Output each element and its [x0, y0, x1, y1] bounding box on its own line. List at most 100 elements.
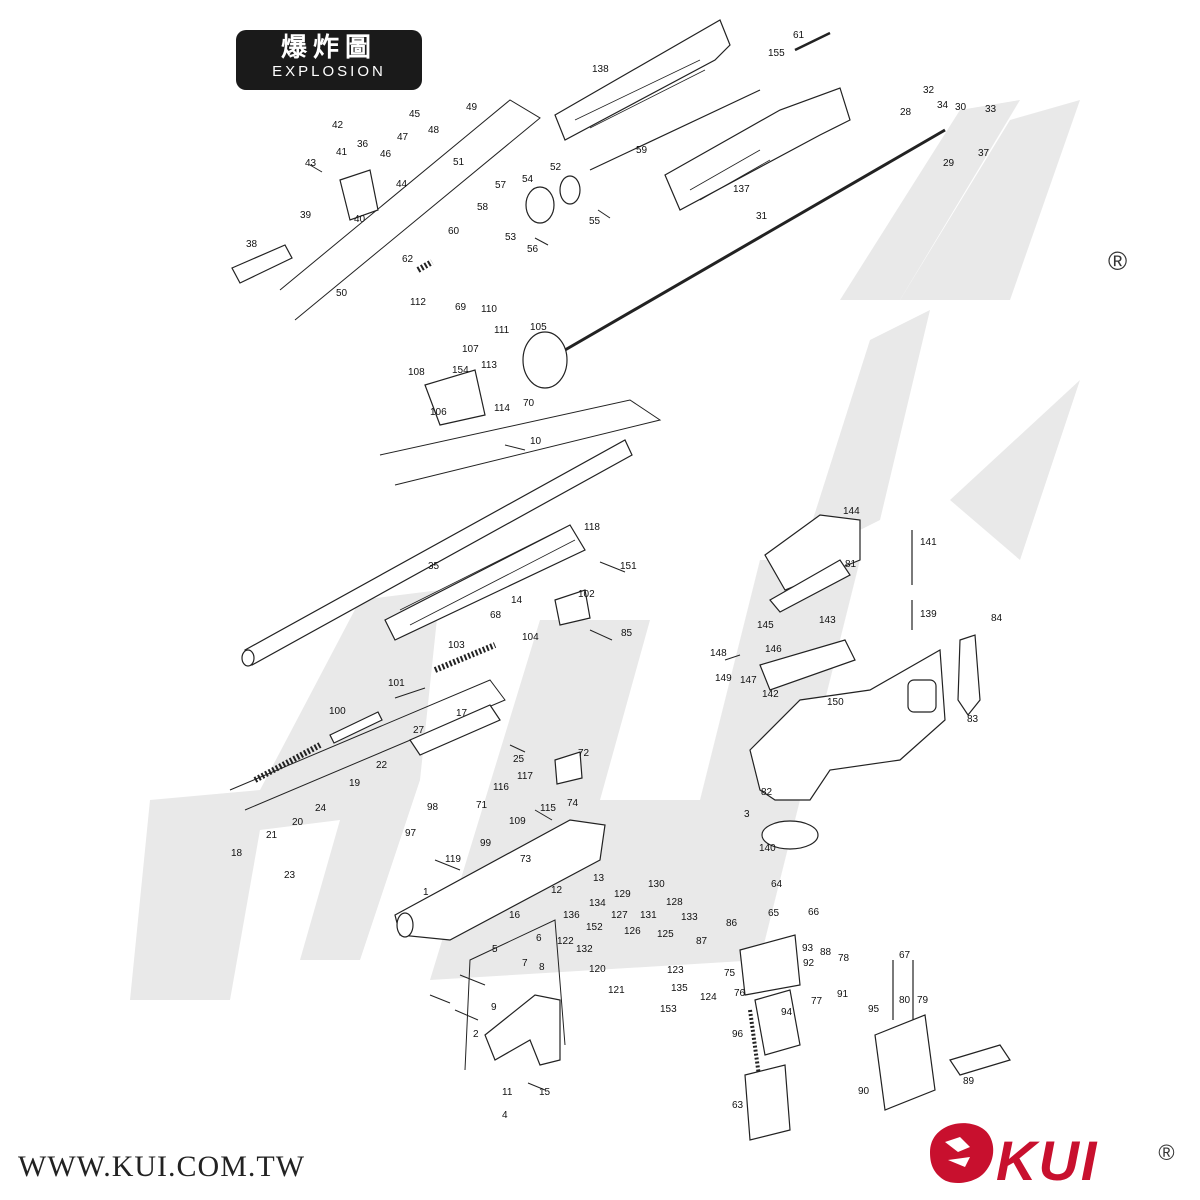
part-label: 24: [315, 803, 327, 814]
part-label: 6: [536, 933, 542, 944]
part-label: 105: [530, 322, 547, 333]
part-label: 69: [455, 302, 467, 313]
part-label: 30: [955, 102, 967, 113]
part-label: 20: [292, 817, 304, 828]
part-label: 92: [803, 958, 815, 969]
part-label: 40: [354, 214, 366, 225]
part-label: 103: [448, 640, 465, 651]
part-label: 97: [405, 828, 417, 839]
part-label: 11: [502, 1087, 513, 1098]
part-label: 13: [593, 873, 605, 884]
part-label: 14: [511, 595, 523, 606]
kui-watermark: [130, 100, 1080, 1000]
part-label: 44: [396, 179, 408, 190]
part-label: 63: [732, 1100, 744, 1111]
part-label: 75: [724, 968, 736, 979]
part-label: 54: [522, 174, 534, 185]
part-label: 139: [920, 609, 937, 620]
part-label: 53: [505, 232, 517, 243]
part-label: 130: [648, 879, 665, 890]
part-label: 91: [837, 989, 849, 1000]
part-label: 124: [700, 992, 717, 1003]
part-label: 72: [578, 748, 590, 759]
part-label: 39: [300, 210, 312, 221]
part-label: 148: [710, 648, 727, 659]
part-label: 61: [793, 30, 805, 41]
part-label: 104: [522, 632, 539, 643]
part-label: 27: [413, 725, 425, 736]
part-label: 82: [761, 787, 773, 798]
part-label: 108: [408, 367, 425, 378]
part-label: 145: [757, 620, 774, 631]
part-label: 151: [620, 561, 637, 572]
part-label: 3: [744, 809, 750, 820]
part-label: 46: [380, 149, 392, 160]
part-label: 51: [453, 157, 465, 168]
part-label: 34: [937, 100, 949, 111]
part-label: 111: [494, 325, 510, 336]
part-label: 96: [732, 1029, 744, 1040]
part-label: 81: [845, 559, 857, 570]
part-label: 143: [819, 615, 836, 626]
part-label: 43: [305, 158, 317, 169]
part-label: 116: [493, 782, 509, 793]
part-label: 68: [490, 610, 502, 621]
part-label: 31: [756, 211, 768, 222]
part-label: 77: [811, 996, 823, 1007]
part-label: 101: [388, 678, 405, 689]
part-label: 147: [740, 675, 757, 686]
part-label: 18: [231, 848, 243, 859]
part-label: 140: [759, 843, 776, 854]
part-label: 29: [943, 158, 955, 169]
part-label: 87: [696, 936, 708, 947]
part-label: 16: [509, 910, 521, 921]
part-label: 121: [608, 985, 625, 996]
part-label: 142: [762, 689, 779, 700]
part-label: 38: [246, 239, 258, 250]
part-label: 23: [284, 870, 296, 881]
part-label: 127: [611, 910, 628, 921]
frame-lines: [229, 99, 662, 1071]
part-label: 76: [734, 988, 746, 999]
part-label: 115: [540, 803, 556, 814]
website-url: WWW.KUI.COM.TW: [18, 1150, 306, 1183]
part-label: 25: [513, 754, 525, 765]
part-label: 48: [428, 125, 440, 136]
kui-logo-text: KUI: [996, 1129, 1099, 1192]
part-label: 90: [858, 1086, 870, 1097]
part-label: 17: [456, 708, 468, 719]
part-label: 58: [477, 202, 489, 213]
part-label: 155: [768, 48, 785, 59]
part-label: 50: [336, 288, 348, 299]
part-label: 60: [448, 226, 460, 237]
part-label: 52: [550, 162, 562, 173]
part-label: 112: [410, 297, 426, 308]
part-label: 106: [430, 407, 447, 418]
badge-title-zh: 爆炸圖: [280, 33, 377, 63]
part-label: 65: [768, 908, 780, 919]
part-label: 100: [329, 706, 346, 717]
part-label: 102: [578, 589, 595, 600]
part-label: 22: [376, 760, 388, 771]
part-label: 28: [900, 107, 912, 118]
part-label: 85: [621, 628, 633, 639]
part-label: 131: [640, 910, 657, 921]
part-label: 125: [657, 929, 674, 940]
part-label: 21: [266, 830, 278, 841]
part-label: 144: [843, 506, 860, 517]
kui-logo-mark: ®: [1158, 1140, 1175, 1165]
part-label: 57: [495, 180, 507, 191]
part-label: 7: [522, 958, 528, 969]
part-label: 153: [660, 1004, 677, 1015]
part-label: 117: [517, 771, 533, 782]
part-label: 86: [726, 918, 738, 929]
part-label: 113: [481, 360, 497, 371]
part-label: 107: [462, 344, 479, 355]
part-label: 33: [985, 104, 997, 115]
part-label: 99: [480, 838, 492, 849]
part-label: 88: [820, 947, 832, 958]
part-label: 126: [624, 926, 641, 937]
part-label: 93: [802, 943, 814, 954]
part-label: 128: [666, 897, 683, 908]
